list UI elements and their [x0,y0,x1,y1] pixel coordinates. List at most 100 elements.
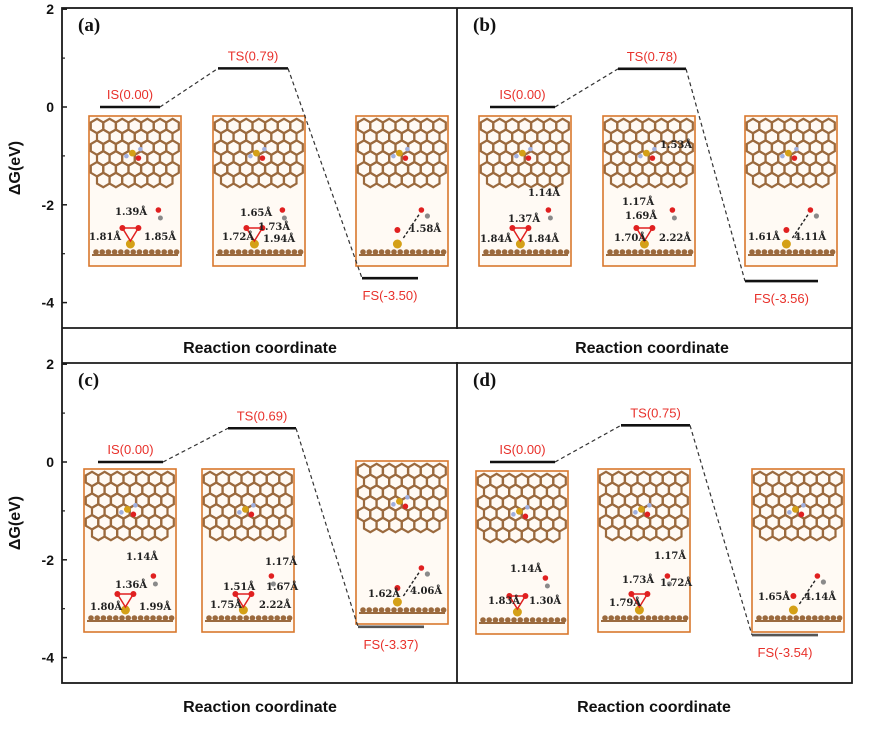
metal-atom [643,149,650,157]
slab-atom [486,617,493,623]
slab-atom [297,249,304,255]
energy-label-is: IS(0.00) [499,87,545,102]
slab-atom [514,249,520,255]
slab-atom [428,249,435,255]
slab-atom [440,249,447,255]
slab-atom [249,615,256,621]
slab-atom [639,615,645,621]
slab-atom [563,249,570,255]
graphene-hexagon [271,524,287,542]
carbon-atom [547,215,553,221]
oxygen-atom [664,573,671,579]
slab-atom [675,249,681,255]
graphene-hexagon [153,524,169,542]
oxygen-atom [418,207,425,213]
slab-atom [273,249,279,255]
slab-atom [285,249,292,255]
slab-atom [274,615,281,621]
adsorption-metal-atom [249,239,259,249]
bond-distance-label: 1.81Å [89,231,121,243]
slab-atom [218,615,225,621]
peroxo-bonds [245,227,264,243]
oxygen-atom [155,207,162,213]
bond-distance-label: 4.14Å [804,591,836,603]
slab-atom [162,615,169,621]
slab-atom [554,617,561,623]
slab-atom [793,615,799,621]
bond-distance-label: 1.30Å [529,595,561,607]
oxygen-atom [649,155,656,161]
nitrogen-atom [633,510,638,515]
oxygen-atom [783,227,790,233]
slab-atom [539,249,545,255]
structure-snapshot [88,115,182,267]
graphene-hexagon [667,524,683,542]
slab-atom [619,249,626,255]
connector-dashed-line [554,424,622,463]
slab-atom [520,249,526,255]
slab-atom [168,615,175,621]
bond-distance-label: 1.58Å [409,223,441,235]
slab-atom [676,615,683,621]
nitrogen-atom [119,510,124,515]
bond-distance-label: 1.85Å [144,231,176,243]
bond-distance-label: 1.84Å [480,233,512,245]
oxygen-atom [135,155,142,161]
slab-atom [372,249,379,255]
structure-snapshot [83,468,177,633]
slab-atom [511,617,517,623]
bond-distance-label: 1.36Å [115,579,147,591]
slab-atom [526,249,533,255]
bond-distance-label: 4.06Å [410,585,442,597]
peroxo-bonds [630,593,649,609]
bond-distance-label: 1.14Å [510,563,542,575]
slab-atom [254,249,260,255]
slab-atom [360,249,366,255]
bond-distance-label: 1.79Å [609,597,641,609]
adsorption-metal-atom [639,239,649,249]
slab-atom [811,249,817,255]
carbon-atom [813,213,820,219]
slab-atom [749,249,755,255]
slab-atom [560,617,567,623]
slab-atom [217,249,223,255]
slab-atom [291,249,298,255]
panel-label: (a) [78,15,100,36]
slab-atom [280,615,287,621]
metal-atom [792,505,799,513]
slab-atom [774,249,780,255]
slab-atom [422,249,428,255]
energy-label-fs: FS(-3.56) [754,291,809,306]
oxygen-atom [814,573,821,579]
energy-label-ts: TS(0.69) [237,408,288,423]
slab-atom [403,607,410,613]
metal-atom [242,505,249,513]
slab-atom [669,249,675,255]
panel-label: (b) [473,15,496,36]
structure-snapshot [355,460,449,625]
slab-atom [792,249,799,255]
slab-atom [651,615,658,621]
energy-label-fs: FS(-3.50) [363,288,418,303]
slab-atom [548,617,554,623]
slab-atom [687,249,694,255]
bond-distance-label: 1.65Å [758,591,790,603]
slab-atom [403,249,410,255]
slab-atom [434,249,441,255]
slab-atom [644,249,650,255]
nitrogen-atom [133,503,138,508]
slab-atom [798,249,805,255]
connector-dashed-line [689,425,753,636]
slab-atom [633,615,639,621]
slab-atom [235,249,242,255]
bond-distance-label: 1.53Å [660,139,692,151]
slab-atom [545,249,551,255]
slab-atom [93,249,99,255]
peroxo-bonds [116,593,135,609]
nitrogen-atom [262,146,267,152]
slab-atom [206,615,212,621]
structure-snapshot [355,115,449,267]
bond-distance-label: 1.70Å [614,232,646,244]
slab-atom [681,249,688,255]
